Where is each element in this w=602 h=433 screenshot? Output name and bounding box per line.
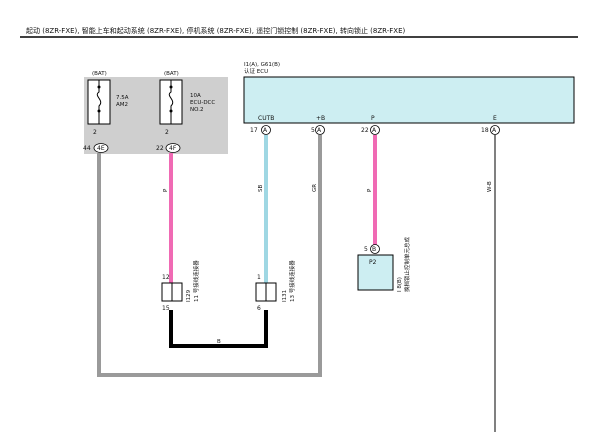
connector-2-code: I131 (282, 290, 288, 302)
p2-pin-terminal (370, 244, 380, 254)
p2-label: P2 (369, 259, 377, 266)
ecu-pin-cutb-num: 17 (250, 127, 258, 134)
fuse-2-name-line2: ECU-DCC (190, 100, 215, 106)
fuse-2-pin: 2 (165, 129, 169, 136)
p2-pin-letter: B (372, 246, 376, 253)
fuse-1-dot-top (97, 85, 101, 89)
ecu-pin-b-terminal (315, 125, 325, 135)
page-title: 起动 (8ZR-FXE), 智能上车和起动系统 (8ZR-FXE), 停机系统 … (26, 26, 406, 35)
fuse-2-terminal-code: 4F (169, 145, 177, 152)
ecu-pin-p-label: P (371, 115, 375, 122)
fuse-2-dot-top (169, 85, 173, 89)
p2-pin-num: 5 (364, 246, 368, 253)
fuse-1-terminal (93, 143, 109, 153)
connector-1-pin-bottom: 15 (162, 305, 170, 312)
wire-pink-2-label: P (367, 188, 373, 192)
fuse-2-terminal (165, 143, 181, 153)
ecu-pin-b-num: 5 (311, 127, 315, 134)
ecu-pin-p-letter: A (372, 127, 377, 134)
wire-ground-label: W-B (487, 181, 493, 192)
fuse-1-dot-bottom (97, 109, 101, 113)
ecu-pin-e-terminal (490, 125, 500, 135)
connector-1-name: 11 号接线连接器 (192, 260, 200, 302)
wire-gray (97, 135, 322, 377)
connector-1-pin-top: 12 (162, 274, 170, 281)
fuse-1-symbol (96, 80, 102, 124)
fuse-1-name-line1: 7.5A (116, 95, 129, 101)
fuse-1-terminal-code: 4E (97, 145, 105, 152)
wire-pink-1-label: P (163, 188, 169, 192)
fuse-2-symbol (168, 80, 174, 124)
wire-gray-label: GR (312, 184, 318, 192)
ecu-pin-cutb-label: CUTB (258, 115, 274, 122)
fuse-2-name-line1: 10A (190, 93, 201, 99)
ecu-pin-e-letter: A (492, 127, 497, 134)
ecu-pin-e-label: E (493, 115, 497, 122)
p2-name: 换档锁止控制单元总成 (403, 236, 411, 292)
fuse-1-name-line2: AM2 (116, 102, 128, 108)
fuse-1-terminal-num: 44 (83, 145, 91, 152)
wire-black-label: B (217, 339, 221, 345)
p2-code: I 8(B) (397, 277, 403, 292)
ecu-code: I1(A), G61(B) (244, 62, 280, 68)
fuse-2-dot-bottom (169, 109, 173, 113)
connector-2-name: 13 号接线连接器 (288, 260, 296, 302)
ecu-pin-cutb-letter: A (263, 127, 268, 134)
ecu-pin-cutb-terminal (261, 125, 271, 135)
fuse-2-name-line3: NO.2 (190, 107, 203, 113)
fuse-1-pin: 2 (93, 129, 97, 136)
fuse-2-terminal-num: 22 (156, 145, 164, 152)
ecu-box (243, 76, 575, 124)
wire-black (169, 310, 268, 348)
fuse-2-source: (BAT) (164, 71, 179, 77)
connector-2-pin-bottom: 6 (257, 305, 261, 312)
ecu-pin-b-label: +B (316, 115, 325, 122)
ecu-pin-b-letter: A (317, 127, 322, 134)
wire-lightblue-label: SB (258, 185, 264, 192)
ecu-name: 认证 ECU (244, 67, 268, 75)
connector-1-code: I129 (186, 289, 192, 302)
ecu-pin-p-num: 22 (361, 127, 369, 134)
ecu-pin-p-terminal (370, 125, 380, 135)
ecu-pin-e-num: 18 (481, 127, 489, 134)
fuse-1-source: (BAT) (92, 71, 107, 77)
p2-box (357, 254, 394, 291)
connector-2-pin-top: 1 (257, 274, 261, 281)
